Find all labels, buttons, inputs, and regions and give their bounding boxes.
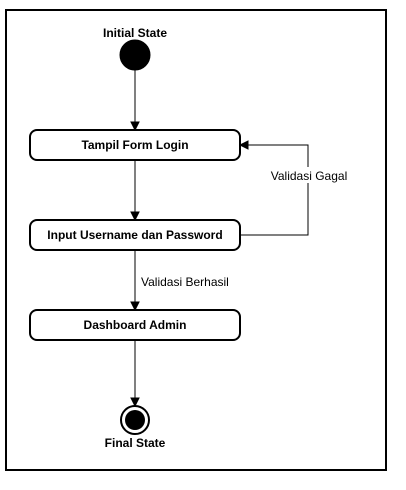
node-input-username-password-label: Input Username dan Password	[47, 228, 222, 242]
edge-validasi-gagal-arrowhead	[238, 140, 249, 150]
final-state-inner-dot	[125, 410, 145, 430]
edge-validasi-berhasil-arrowhead	[130, 301, 140, 312]
edge-validasi-gagal-label: Validasi Gagal	[271, 169, 348, 183]
initial-state-node	[119, 39, 151, 71]
initial-state-label: Initial State	[103, 26, 167, 40]
edge-validasi-gagal	[240, 144, 309, 236]
final-state-label: Final State	[105, 436, 166, 450]
edge-validasi-berhasil-label: Validasi Berhasil	[141, 275, 229, 289]
node-tampil-form-login: Tampil Form Login	[29, 129, 241, 161]
edge-login-to-input-arrowhead	[130, 211, 140, 222]
edge-validasi-gagal-label-bg	[268, 167, 350, 183]
node-dashboard-admin: Dashboard Admin	[29, 309, 241, 341]
node-dashboard-admin-label: Dashboard Admin	[84, 318, 187, 332]
node-input-username-password: Input Username dan Password	[29, 219, 241, 251]
final-state-node	[120, 405, 150, 435]
node-tampil-form-login-label: Tampil Form Login	[81, 138, 188, 152]
edge-dashboard-to-final-arrowhead	[130, 397, 140, 408]
edge-initial-to-login-arrowhead	[130, 121, 140, 132]
